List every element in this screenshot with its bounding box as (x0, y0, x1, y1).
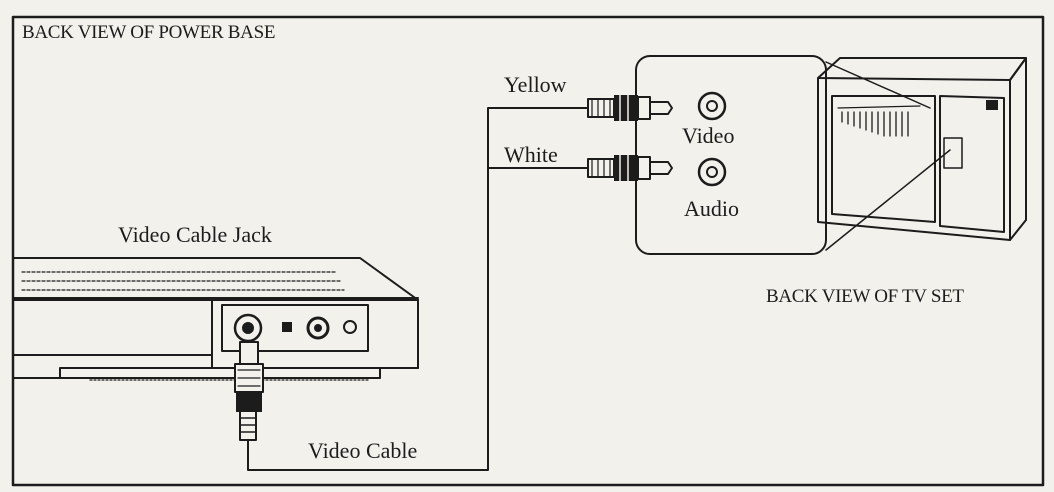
video-cable-wire (247, 107, 589, 471)
tv-audio-jack (697, 157, 727, 187)
white-rca-plug (587, 154, 673, 182)
yellow-rca-plug (587, 94, 673, 122)
diagram-frame (11, 15, 1045, 487)
tv-set-back (817, 57, 1027, 241)
diagram-title: BACK VIEW OF POWER BASE (22, 22, 276, 43)
console-vent-slots (21, 271, 345, 291)
video-jack-label: Video (682, 123, 735, 148)
audio-jack-label: Audio (684, 196, 739, 221)
video-cable-jack-label: Video Cable Jack (118, 222, 272, 247)
video-cable-plug (234, 341, 264, 441)
tv-back-view-label: BACK VIEW OF TV SET (766, 286, 964, 307)
yellow-label: Yellow (504, 72, 567, 97)
video-cable-label: Video Cable (308, 438, 418, 463)
tv-video-jack (697, 91, 727, 121)
tv-jack-panel (635, 55, 827, 255)
console-jack-panel (221, 304, 369, 352)
tv-vent-slats (841, 111, 909, 137)
power-base-console (13, 257, 419, 381)
white-label: White (504, 142, 558, 167)
